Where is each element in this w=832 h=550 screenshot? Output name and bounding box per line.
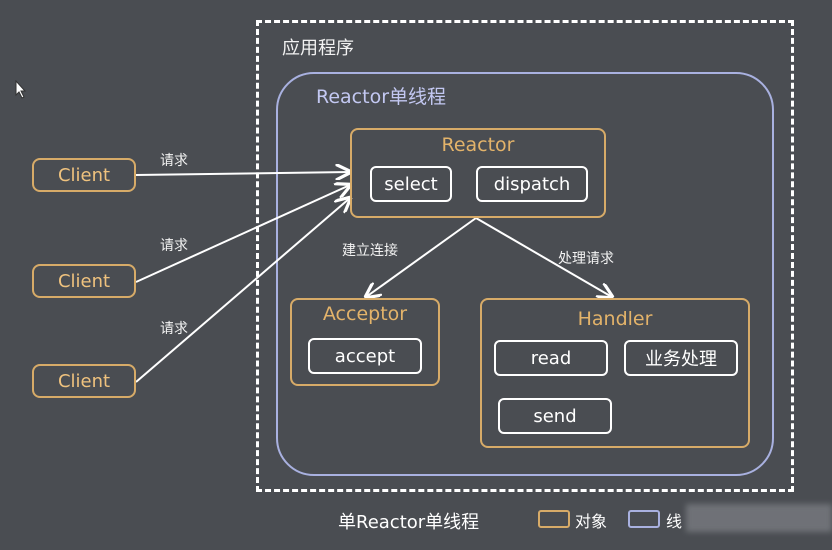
handler-title: Handler [577, 308, 653, 330]
read-node: read [494, 340, 608, 376]
select-node: select [370, 166, 452, 202]
reactor-thread-boundary [276, 72, 774, 476]
mouse-cursor-icon [15, 80, 27, 99]
acceptor-node [290, 298, 440, 386]
application-title: 应用程序 [282, 38, 354, 59]
reactor-thread-title: Reactor单线程 [316, 86, 447, 108]
legend-thread-label: 线 [666, 512, 683, 531]
edge-client1-reactor [135, 172, 350, 175]
edge-label-request-3: 请求 [160, 321, 188, 337]
edge-reactor-acceptor [366, 217, 477, 297]
legend-thread-swatch [628, 510, 660, 528]
client-node-1: Client [32, 158, 136, 192]
accept-node: accept [308, 338, 422, 374]
edge-client2-reactor [135, 185, 350, 283]
send-node: send [498, 398, 612, 434]
reactor-title: Reactor [441, 134, 515, 156]
dispatch-node: dispatch [476, 166, 588, 202]
acceptor-title: Acceptor [322, 303, 408, 325]
reactor-node [350, 128, 606, 218]
legend-object-swatch [538, 510, 570, 528]
diagram-caption: 单Reactor单线程 [338, 512, 480, 533]
business-process-node: 业务处理 [624, 340, 738, 376]
legend-object-label: 对象 [575, 512, 608, 531]
edge-client3-reactor [135, 198, 350, 383]
edge-reactor-handler [475, 217, 612, 297]
handler-node [480, 298, 750, 448]
edge-label-request-2: 请求 [160, 238, 188, 254]
edge-label-request-1: 请求 [160, 153, 188, 169]
client-node-2: Client [32, 264, 136, 298]
client-node-3: Client [32, 364, 136, 398]
edge-label-process: 处理请求 [558, 251, 614, 267]
blurred-watermark [686, 504, 832, 532]
edge-label-connect: 建立连接 [342, 243, 398, 259]
application-boundary [256, 20, 794, 492]
